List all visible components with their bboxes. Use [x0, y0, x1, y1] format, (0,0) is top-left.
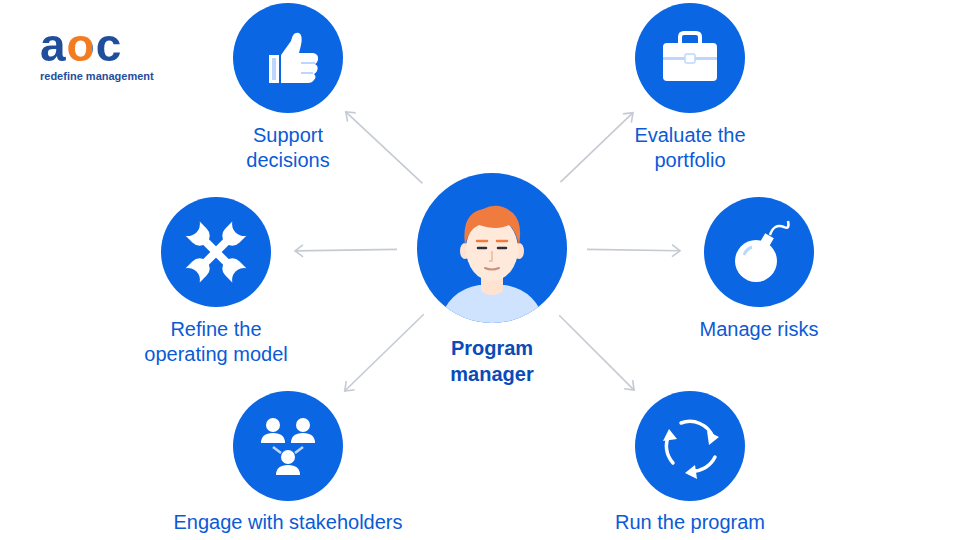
icon-circle: [233, 3, 343, 113]
arrow-connector: [559, 315, 634, 390]
node-label: Program manager: [432, 335, 552, 387]
program-manager-node: Program manager: [417, 173, 567, 387]
arrow-connector: [295, 249, 397, 251]
icon-circle: [233, 391, 343, 501]
node-label: Engage with stakeholders: [143, 510, 433, 535]
node-label: Evaluate the portfolio: [615, 123, 765, 173]
arrow-connector: [561, 113, 634, 183]
support-node: Support decisions: [232, 3, 344, 173]
stakeholder-node: Engage with stakeholders: [143, 391, 433, 535]
operating-node: Refine the operating model: [131, 197, 301, 367]
node-label: Refine the operating model: [131, 317, 301, 367]
logo-tagline: redefine management: [40, 70, 154, 82]
run-node: Run the program: [590, 391, 790, 535]
risk-node: Manage risks: [659, 197, 859, 342]
icon-circle: [417, 173, 567, 323]
icon-circle: [635, 391, 745, 501]
arrow-connector: [345, 314, 424, 391]
icon-circle: [161, 197, 271, 307]
node-label: Run the program: [590, 510, 790, 535]
logo-letters: aoc: [40, 22, 122, 68]
portfolio-node: Evaluate the portfolio: [615, 3, 765, 173]
icon-circle: [635, 3, 745, 113]
node-label: Support decisions: [232, 123, 344, 173]
arrow-connector: [587, 249, 680, 250]
arrow-connector: [346, 112, 423, 184]
node-label: Manage risks: [659, 317, 859, 342]
icon-circle: [704, 197, 814, 307]
